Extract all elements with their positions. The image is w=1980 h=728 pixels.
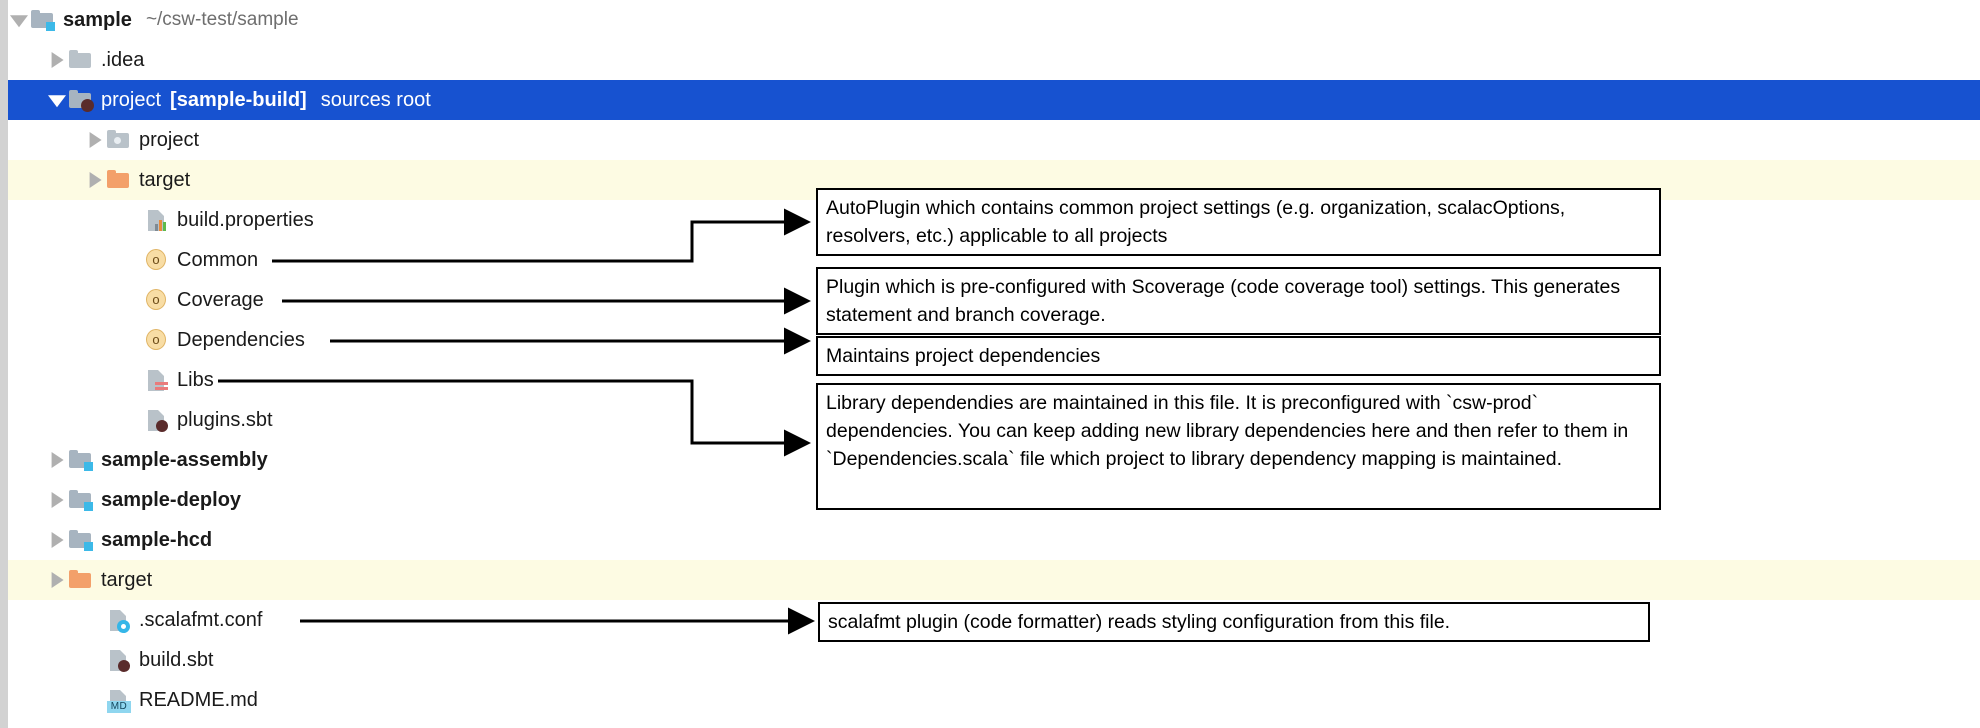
tree-row-idea[interactable]: .idea	[0, 40, 1980, 80]
scala-object-icon: o	[144, 247, 170, 273]
left-gutter	[0, 0, 8, 728]
tree-row-dependencies[interactable]: o Dependencies	[0, 320, 1980, 360]
twisty-spacer	[122, 280, 144, 320]
scala-object-icon: o	[144, 327, 170, 353]
tree-row-label: Dependencies	[177, 328, 305, 351]
chevron-right-icon[interactable]	[46, 480, 68, 520]
chevron-right-icon[interactable]	[46, 40, 68, 80]
tree-row-label: Libs	[177, 368, 214, 391]
tree-row-sources-root-tag: sources root	[320, 88, 431, 111]
sbt-file-icon	[144, 407, 170, 433]
tree-row-target[interactable]: target	[0, 560, 1980, 600]
sbt-file-icon	[106, 647, 132, 673]
tree-row-sample-hcd[interactable]: sample-hcd	[0, 520, 1980, 560]
tree-row-label: sample-assembly	[101, 448, 268, 471]
tree-row-label: Coverage	[177, 288, 264, 311]
tree-row-label: plugins.sbt	[177, 408, 273, 431]
scala-file-icon	[144, 367, 170, 393]
tree-row-readme-md[interactable]: MD README.md	[0, 680, 1980, 720]
tree-row-label: project	[139, 128, 200, 151]
tree-row-label: sample-hcd	[101, 528, 213, 551]
chevron-right-icon[interactable]	[84, 160, 106, 200]
twisty-spacer	[122, 400, 144, 440]
tree-row-label: target	[139, 168, 191, 191]
tree-row-build-sbt[interactable]: build.sbt	[0, 640, 1980, 680]
config-file-icon	[106, 607, 132, 633]
markdown-file-icon: MD	[106, 687, 132, 713]
tree-row-label: build.properties	[177, 208, 314, 231]
module-folder-icon	[30, 7, 56, 33]
tree-row-scalafmt-conf[interactable]: .scalafmt.conf	[0, 600, 1980, 640]
tree-row-sample[interactable]: sample ~/csw-test/sample	[0, 0, 1980, 40]
annotation-box-common: AutoPlugin which contains common project…	[816, 188, 1661, 256]
chevron-right-icon[interactable]	[84, 120, 106, 160]
chevron-right-icon[interactable]	[46, 520, 68, 560]
properties-file-icon	[144, 207, 170, 233]
chevron-down-icon[interactable]	[8, 0, 30, 40]
tree-row-path: ~/csw-test/sample	[145, 9, 299, 30]
chevron-right-icon[interactable]	[46, 560, 68, 600]
tree-row-label: README.md	[139, 688, 258, 711]
twisty-spacer	[84, 600, 106, 640]
scala-object-icon: o	[144, 287, 170, 313]
tree-row-label: project	[101, 88, 162, 111]
tree-row-label: sample	[63, 8, 132, 31]
tree-row-label: sample-deploy	[101, 488, 242, 511]
module-folder-icon	[68, 447, 94, 473]
tree-row-label: Common	[177, 248, 259, 271]
tree-row-label: .scalafmt.conf	[139, 608, 263, 631]
twisty-spacer	[122, 320, 144, 360]
tree-row-sample-deploy[interactable]: sample-deploy	[0, 480, 1980, 520]
twisty-spacer	[122, 200, 144, 240]
folder-orange-icon	[106, 167, 132, 193]
twisty-spacer	[122, 240, 144, 280]
tree-row-label: build.sbt	[139, 648, 214, 671]
folder-excluded-icon	[106, 127, 132, 153]
twisty-spacer	[84, 680, 106, 720]
annotation-box-coverage: Plugin which is pre-configured with Scov…	[816, 267, 1661, 335]
chevron-down-icon[interactable]	[46, 80, 68, 120]
annotation-box-dependencies: Maintains project dependencies	[816, 336, 1661, 376]
annotation-box-scalafmt: scalafmt plugin (code formatter) reads s…	[818, 602, 1650, 642]
tree-row-label: .idea	[101, 48, 145, 71]
module-folder-sbt-icon	[68, 87, 94, 113]
module-folder-icon	[68, 527, 94, 553]
tree-row-project[interactable]: project	[0, 120, 1980, 160]
tree-row-sample-assembly[interactable]: sample-assembly	[0, 440, 1980, 480]
folder-orange-icon	[68, 567, 94, 593]
folder-icon	[68, 47, 94, 73]
tree-row-coverage[interactable]: o Coverage	[0, 280, 1980, 320]
tree-row-module-name: [sample-build]	[170, 88, 307, 111]
chevron-right-icon[interactable]	[46, 440, 68, 480]
twisty-spacer	[122, 360, 144, 400]
twisty-spacer	[84, 640, 106, 680]
annotation-box-libs: Library dependendies are maintained in t…	[816, 383, 1661, 510]
tree-row-project[interactable]: project [sample-build] sources root	[0, 80, 1980, 120]
module-folder-icon	[68, 487, 94, 513]
tree-row-label: target	[101, 568, 153, 591]
tree-row-libs[interactable]: Libs	[0, 360, 1980, 400]
tree-row-common[interactable]: o Common	[0, 240, 1980, 280]
